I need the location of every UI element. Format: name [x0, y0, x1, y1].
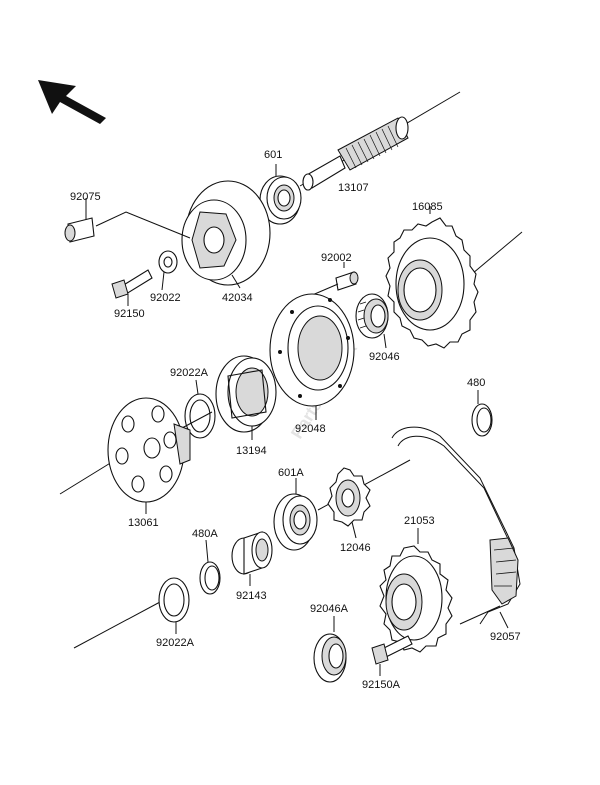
shaft-13107[interactable]	[299, 91, 461, 191]
label-12046[interactable]: 12046	[340, 542, 371, 554]
bolt-92150[interactable]	[111, 269, 153, 306]
flange-13061[interactable]	[59, 397, 213, 514]
starter-clutch-42034[interactable]	[181, 180, 271, 289]
label-480A[interactable]: 480A	[192, 528, 218, 540]
label-13107[interactable]: 13107	[338, 182, 369, 194]
pin-92075[interactable]	[64, 198, 191, 243]
circlip-480A[interactable]	[199, 539, 221, 595]
needle-bearing-92046A[interactable]	[313, 616, 347, 683]
label-92002[interactable]: 92002	[321, 252, 352, 264]
bearing-601A[interactable]	[273, 459, 411, 551]
sprocket-12046[interactable]	[327, 467, 371, 539]
collar-92143[interactable]	[231, 531, 273, 586]
label-92022[interactable]: 92022	[150, 292, 181, 304]
label-92046A[interactable]: 92046A	[310, 603, 349, 615]
label-92046[interactable]: 92046	[369, 351, 400, 363]
label-92143[interactable]: 92143	[236, 590, 267, 602]
label-13194[interactable]: 13194	[236, 445, 267, 457]
sprocket-21053[interactable]	[379, 528, 453, 653]
circlip-480[interactable]	[471, 390, 493, 437]
label-92057[interactable]: 92057	[490, 631, 521, 643]
washer-92022A-upper[interactable]	[184, 379, 216, 439]
label-92022A-lower[interactable]: 92022A	[156, 637, 195, 649]
label-92048[interactable]: 92048	[295, 423, 326, 435]
washer-92022A-lower[interactable]	[73, 577, 190, 649]
washer-92022[interactable]	[158, 250, 178, 291]
label-601A[interactable]: 601A	[278, 467, 304, 479]
label-13061[interactable]: 13061	[128, 517, 159, 529]
label-92150A[interactable]: 92150A	[362, 679, 401, 691]
label-42034[interactable]: 42034	[222, 292, 253, 304]
label-92075[interactable]: 92075	[70, 191, 101, 203]
bolt-92150A[interactable]	[371, 635, 413, 676]
label-16085[interactable]: 16085	[412, 201, 443, 213]
needle-bearing-92046[interactable]	[355, 293, 389, 349]
chain-92057[interactable]	[391, 426, 521, 629]
label-92150[interactable]: 92150	[114, 308, 145, 320]
sprocket-16085[interactable]	[385, 206, 523, 349]
label-601[interactable]: 601	[264, 149, 282, 161]
bolt-92002[interactable]	[309, 262, 359, 297]
part-labels: 601 13107 92075 16085 92002 92022 42034 …	[70, 149, 521, 691]
label-21053[interactable]: 21053	[404, 515, 435, 527]
front-direction-arrow-icon	[38, 80, 106, 124]
label-480[interactable]: 480	[467, 377, 485, 389]
label-92022A-upper[interactable]: 92022A	[170, 367, 209, 379]
plate-92048[interactable]	[269, 293, 355, 420]
drum-13194[interactable]	[215, 355, 277, 440]
